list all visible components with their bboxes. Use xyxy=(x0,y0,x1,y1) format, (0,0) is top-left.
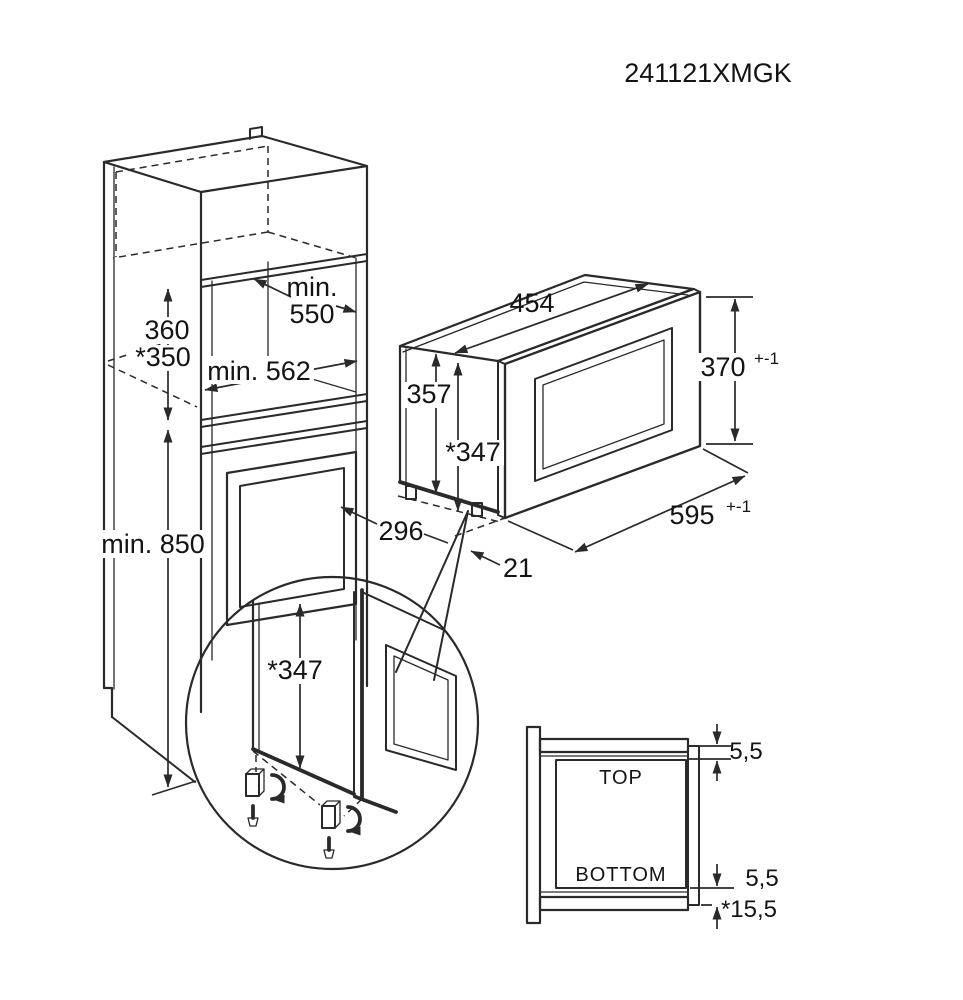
cabinet-top-face xyxy=(102,134,369,194)
microwave-foot xyxy=(471,502,483,517)
callout-wedge xyxy=(395,510,469,681)
detail-circle-outline xyxy=(184,575,480,871)
section-dim-top-overlap: 5,5 xyxy=(729,738,762,765)
foot-top xyxy=(321,800,341,829)
cabinet-plinth-line xyxy=(111,716,196,783)
label-background xyxy=(139,317,195,344)
dim-front-width-tolerance: +-1 xyxy=(726,497,751,516)
dim-body-height: 357 xyxy=(406,379,451,409)
dim-rear-depth: 296 xyxy=(378,516,423,546)
front-height-ticks xyxy=(706,296,753,445)
section-extension-lines xyxy=(688,745,734,906)
rotate-arrow-icon xyxy=(270,773,286,804)
foot-body xyxy=(245,773,260,797)
screw-head xyxy=(247,817,259,827)
section-appliance-box xyxy=(555,759,687,889)
dim-niche-depth: min. 562 xyxy=(207,356,311,386)
dim-body-height-adjusted: *347 xyxy=(445,437,501,467)
floor-tick xyxy=(151,780,197,796)
dim-front-height: 370 xyxy=(700,352,745,382)
rotate-arrow-icon xyxy=(346,805,362,836)
section-top-rail xyxy=(538,737,690,754)
dimension-annotations: min. 550 min. 562 360 *350 min. 850 296 … xyxy=(101,272,779,796)
dim-niche-height-adjusted: *350 xyxy=(135,342,191,372)
dim-front-width: 595 xyxy=(669,500,714,530)
section-wall-bar xyxy=(525,725,542,925)
rear-depth-leader xyxy=(340,506,378,525)
niche-width-leader-right xyxy=(335,304,357,313)
niche-top-edge xyxy=(200,253,368,288)
niche-bottom-edge xyxy=(200,393,368,428)
microwave-frame-bottom-extension xyxy=(454,517,506,537)
cabinet-left-edge xyxy=(102,160,114,719)
detail-circle: *347 xyxy=(184,575,480,871)
detail-door-window xyxy=(385,644,457,771)
model-number: 241121XMGK xyxy=(624,58,792,88)
detail-door-window-inner xyxy=(393,655,449,761)
detail-frame-inner-edge xyxy=(354,588,398,814)
section-view: TOP BOTTOM 5,5 5,5 *15,5 xyxy=(525,724,779,929)
cabinet-trim-lines xyxy=(200,420,368,455)
dim-niche-width-label: min. xyxy=(286,272,337,302)
foot-body xyxy=(321,805,336,829)
front-gap-leader xyxy=(470,550,501,566)
section-label-top: TOP xyxy=(599,767,643,789)
label-background xyxy=(102,530,204,558)
foot-top xyxy=(245,768,265,797)
label-background xyxy=(130,345,196,371)
dim-body-depth: 454 xyxy=(509,288,554,318)
front-width-dim-line xyxy=(574,475,746,553)
adjustable-foot-icon xyxy=(245,768,286,827)
cabinet-top-tab xyxy=(249,126,263,140)
detail-door-top-edge xyxy=(361,591,445,631)
microwave-door-window xyxy=(534,327,673,482)
microwave-door-window-inner xyxy=(542,339,665,470)
dim-front-gap: 21 xyxy=(503,553,533,583)
microwave-feet-line xyxy=(397,495,501,523)
body-depth-dim-line xyxy=(454,283,649,354)
label-background xyxy=(204,356,314,384)
label-background xyxy=(694,353,754,381)
section-bottom-rail xyxy=(538,895,690,912)
cabinet-drawing xyxy=(102,126,369,783)
detail-body-bottom-edge xyxy=(251,747,356,796)
detail-dashed-leaders xyxy=(252,750,363,817)
label-background xyxy=(263,658,327,684)
oven-door-window xyxy=(239,467,345,608)
front-width-extension-lines xyxy=(507,448,749,551)
label-background xyxy=(442,440,504,466)
screw-head xyxy=(323,849,335,859)
niche-width-leader-left xyxy=(253,278,292,298)
oven-door-outline xyxy=(225,450,358,627)
dim-front-height-tolerance: +-1 xyxy=(754,349,779,368)
section-trim-strip xyxy=(687,745,700,906)
dim-niche-height: 360 xyxy=(144,315,189,345)
rear-depth-tail xyxy=(423,533,449,544)
section-label-bottom: BOTTOM xyxy=(575,864,666,886)
dim-niche-width-value: 550 xyxy=(289,299,334,329)
dim-floor-clearance: min. 850 xyxy=(101,529,205,559)
section-dim-bottom-overlap: 5,5 xyxy=(745,865,778,892)
section-dim-bottom-offset: *15,5 xyxy=(721,896,777,923)
label-background xyxy=(402,382,456,408)
detail-dim-height-adjusted: *347 xyxy=(267,655,323,685)
cabinet-hidden-lines xyxy=(112,145,361,260)
adjustable-foot-icon xyxy=(321,800,362,859)
